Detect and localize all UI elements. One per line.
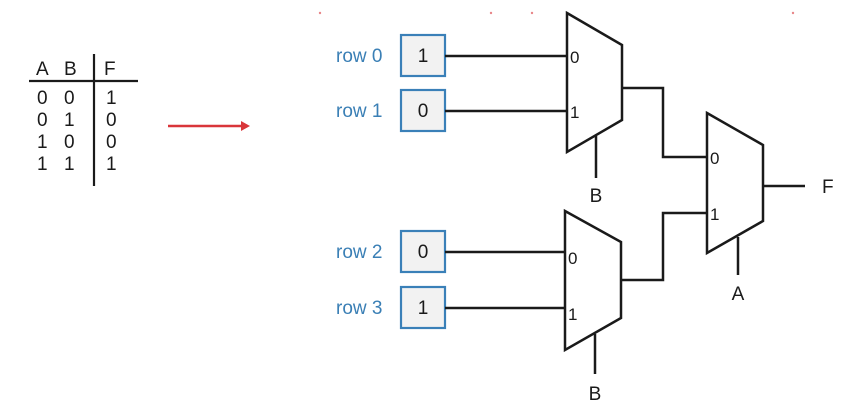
tt-cell: 1: [106, 88, 117, 109]
input-label: row 0: [336, 46, 382, 67]
wire-top-mux-out: [622, 86, 707, 159]
tt-row: 1 0 0: [37, 132, 117, 153]
tt-header-f: F: [104, 59, 116, 80]
mux-pin-1: 1: [710, 205, 719, 224]
input-label: row 3: [336, 298, 382, 319]
tt-cell: 1: [106, 154, 117, 175]
input-box: [399, 88, 447, 133]
input-row-1: row 1 0: [336, 88, 447, 133]
mux-pin-1: 1: [570, 103, 579, 122]
input-value: 1: [418, 298, 429, 319]
input-box: [399, 285, 447, 330]
input-label: row 2: [336, 242, 382, 263]
input-row-0: row 0 1: [336, 33, 447, 78]
tt-cell: 1: [64, 154, 75, 175]
mux-pin-0: 0: [568, 249, 577, 268]
input-box: [399, 33, 447, 78]
tt-row: 0 0 1: [37, 88, 117, 109]
mux-top: 0 1 B: [565, 10, 624, 207]
output-label: F: [822, 177, 834, 198]
mux-select-label: B: [589, 384, 602, 405]
tt-cell: 1: [64, 110, 75, 131]
input-label: row 1: [336, 101, 382, 122]
tt-cell: 1: [37, 154, 48, 175]
tt-header-a: A: [36, 59, 49, 80]
input-value: 1: [418, 46, 429, 67]
input-box: [399, 229, 447, 274]
wire-bottom-mux-out: [621, 211, 707, 282]
tt-cell: 0: [64, 88, 75, 109]
tt-cell: 0: [106, 132, 117, 153]
arrow-icon: [168, 121, 250, 131]
mux-select-label: B: [590, 186, 603, 207]
tt-cell: 0: [106, 110, 117, 131]
mux-bottom: 0 1 B: [563, 208, 623, 405]
truth-table: A B F 0 0 1 0 1 0 1 0 0 1 1 1: [29, 54, 138, 186]
decorative-dots: [318, 11, 795, 15]
mux-final: 0 1 A F: [705, 110, 834, 305]
input-row-2: row 2 0: [336, 229, 447, 274]
wires: [445, 54, 805, 374]
tt-row: 1 1 1: [37, 154, 117, 175]
tt-cell: 1: [37, 132, 48, 153]
mux-select-label: A: [732, 284, 745, 305]
tt-cell: 0: [64, 132, 75, 153]
input-row-3: row 3 1: [336, 285, 447, 330]
tt-header-b: B: [64, 59, 77, 80]
tt-row: 0 1 0: [37, 110, 117, 131]
input-value: 0: [418, 101, 429, 122]
mux-pin-0: 0: [710, 149, 719, 168]
input-value: 0: [418, 242, 429, 263]
tt-cell: 0: [37, 88, 48, 109]
mux-pin-0: 0: [570, 48, 579, 67]
tt-cell: 0: [37, 110, 48, 131]
mux-pin-1: 1: [568, 305, 577, 324]
